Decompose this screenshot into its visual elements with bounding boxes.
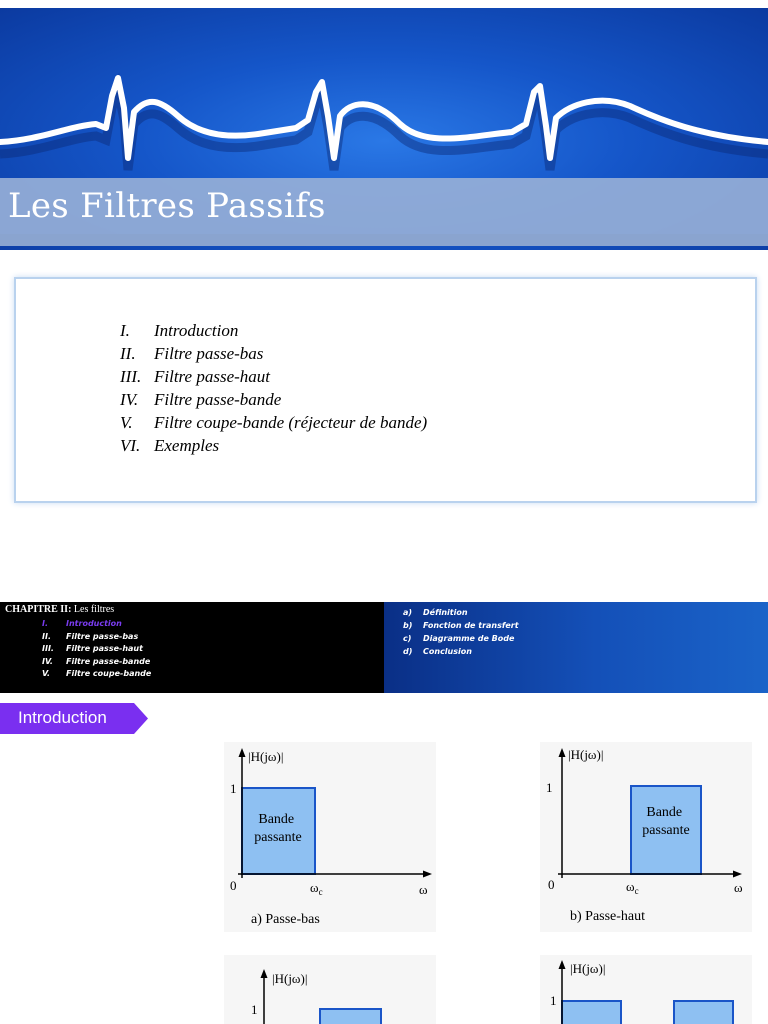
y-tick-one: 1 [230,781,237,796]
outline-item: IV.Filtre passe-bande [120,390,282,409]
subsection-header [384,602,768,693]
title-bar [0,178,768,246]
plot-caption: b) Passe-haut [570,909,645,924]
outline-item: VI.Exemples [120,436,220,455]
y-axis-arrow-icon [558,960,566,969]
chapter-menu-item-passe-haut[interactable]: III.Filtre passe-haut [42,644,143,653]
cutoff-label: ωc [310,880,323,897]
band-label: Bande passante [254,812,301,845]
subsection-item-diagramme-de-bode[interactable]: c)Diagramme de Bode [403,634,515,643]
chapter-menu-item-passe-bas[interactable]: II.Filtre passe-bas [42,631,139,641]
y-axis-label: |H(jω)| [568,747,603,762]
plot-passe-haut: |H(jω)| 1 0 ωc ω Bande passante b) Passe… [540,742,752,932]
chapter-menu-item-coupe-bande[interactable]: V.Filtre coupe-bande [42,669,152,678]
outline-box: I.Introduction II.Filtre passe-bas III.F… [14,277,757,503]
cutoff-label: ωc [626,879,639,896]
passband-rect-high [673,1000,734,1024]
passband-rect [319,1008,382,1024]
chapter-menu-item-introduction[interactable]: I.Introduction [42,619,122,628]
omega-label: ω [734,880,743,895]
plot-passe-bande: |H(jω)| 1 [224,955,436,1024]
outline-item: I.Introduction [120,321,239,340]
y-axis-arrow-icon [260,969,268,978]
omega-label: ω [419,882,428,897]
origin-label: 0 [548,877,555,892]
plot-passe-bas: |H(jω)| 1 0 ωc ω Bande passante a) Passe… [224,742,436,932]
band-label: Bande passante [642,805,689,838]
y-tick-one: 1 [251,1002,258,1017]
outline-item: III.Filtre passe-haut [120,367,270,386]
chapter-menu-item-passe-bande[interactable]: IV.Filtre passe-bande [42,656,151,666]
chapter-header [0,602,384,693]
y-axis-label: |H(jω)| [248,749,283,764]
section-label: Introduction [18,708,107,727]
y-tick-one: 1 [546,780,553,795]
ecg-wave-graphic [0,72,768,171]
y-axis-label: |H(jω)| [272,971,307,986]
outline-item: II.Filtre passe-bas [120,344,264,363]
subsection-menu: a)Définition b)Fonction de transfert c)D… [403,606,519,658]
plot-coupe-bande: |H(jω)| 1 [540,955,752,1024]
origin-label: 0 [230,878,237,893]
plot-caption: a) Passe-bas [251,912,320,927]
x-axis-arrow-icon [733,870,742,878]
section-tag [0,703,148,734]
outline-item: V.Filtre coupe-bande (réjecteur de bande… [120,413,428,432]
subsection-item-conclusion[interactable]: d)Conclusion [403,647,472,656]
y-axis-label: |H(jω)| [570,961,605,976]
subsection-item-fonction-de-transfert[interactable]: b)Fonction de transfert [403,621,519,630]
passband-rect-low [561,1000,622,1024]
title-banner [0,8,768,250]
x-axis-arrow-icon [423,870,432,878]
chapter-title: CHAPITRE II: Les filtres [5,604,115,615]
y-tick-one: 1 [550,993,557,1008]
outline-list: I.Introduction II.Filtre passe-bas III.F… [120,319,427,457]
y-axis-arrow-icon [238,748,246,757]
y-axis-arrow-icon [558,748,566,757]
chapter-menu: I.Introduction II.Filtre passe-bas III.F… [28,618,151,681]
passband-rect [630,785,702,875]
deck-title: Les Filtres Passifs [8,186,326,226]
subsection-item-definition[interactable]: a)Définition [403,608,468,617]
